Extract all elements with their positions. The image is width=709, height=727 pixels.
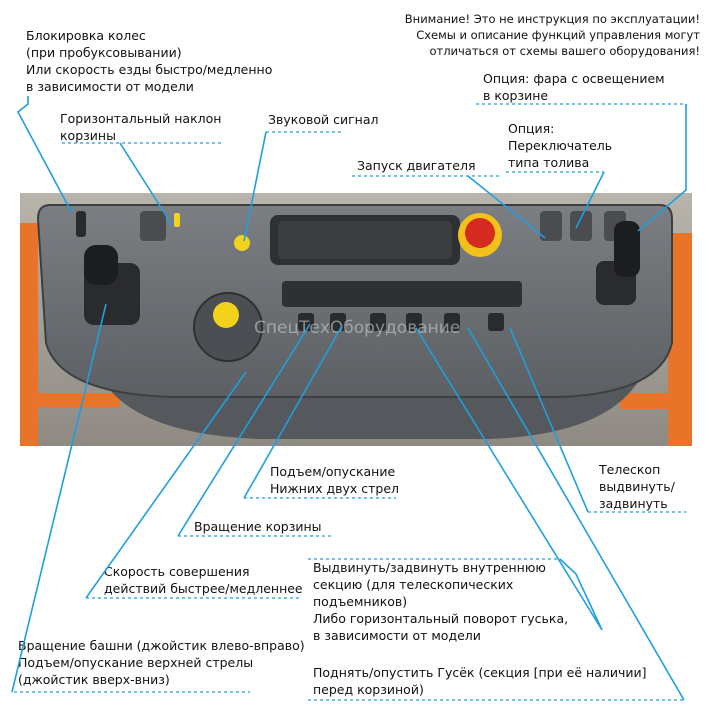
label-lower-booms: Подъем/опускание Нижних двух стрел	[270, 464, 399, 496]
toggle-fuel	[570, 211, 592, 241]
label-turret-joystick: Вращение башни (джойстик влево-вправо) П…	[18, 638, 305, 687]
label-speed: Скорость совершения действий быстрее/мед…	[104, 564, 303, 596]
right-joystick-grip	[614, 221, 640, 277]
label-horn: Звуковой сигнал	[268, 112, 379, 127]
speed-dial-knob	[213, 302, 239, 328]
e-stop-button	[465, 218, 495, 248]
label-engine-start: Запуск двигателя	[357, 158, 476, 173]
left-joystick-grip	[84, 245, 118, 285]
label-basket-tilt: Горизонтальный наклон корзины	[60, 111, 222, 143]
function-switch-strip	[282, 281, 522, 307]
left-rail	[20, 223, 38, 446]
label-fuel-switch-option: Опция: Переключатель типа толива	[508, 121, 613, 170]
toggle-engine-start	[540, 211, 562, 241]
control-panel-photo: СпецТехОборудование	[20, 193, 692, 446]
label-basket-rotate: Вращение корзины	[194, 519, 322, 534]
label-headlight-option: Опция: фара с освещением в корзине	[483, 71, 665, 103]
horn-button	[234, 235, 250, 251]
label-wheel-lock: Блокировка колес (при пробуксовывании) И…	[26, 28, 273, 94]
disclaimer-text: Внимание! Это не инструкция по эксплуата…	[404, 12, 700, 58]
left-rail-bar	[30, 393, 120, 407]
toggle-wheel-lock	[76, 211, 86, 237]
label-jib: Поднять/опустить Гусёк (секция [при её н…	[313, 665, 647, 697]
watermark: СпецТехОборудование	[254, 318, 460, 338]
toggle-basket-tilt	[140, 211, 166, 241]
label-inner-section: Выдвинуть/задвинуть внутреннюю секцию (д…	[313, 560, 569, 643]
label-telescope: Телескоп выдвинуть/ задвинуть	[599, 462, 675, 511]
